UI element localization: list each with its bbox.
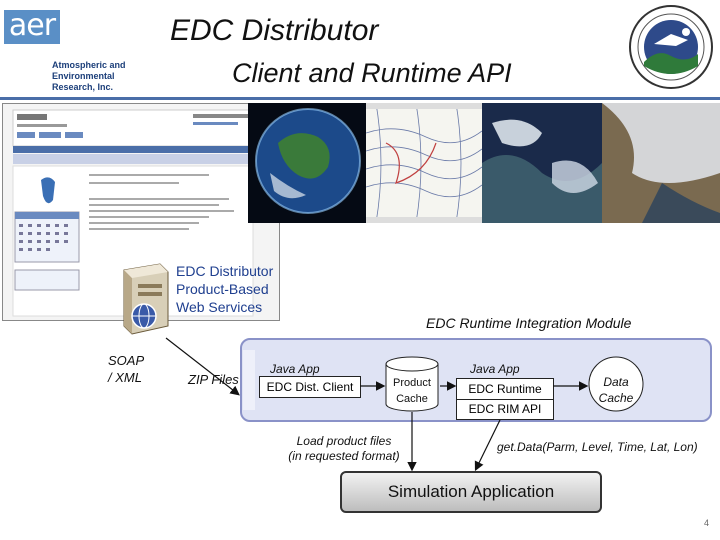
soap-xml-label: SOAP / XML bbox=[108, 352, 144, 386]
rim-panel-edge bbox=[243, 350, 255, 410]
edc-runtime-box: EDC Runtime EDC RIM API bbox=[456, 378, 554, 420]
agency-seal-icon bbox=[629, 5, 713, 89]
page-subtitle: Client and Runtime API bbox=[232, 58, 512, 88]
zip-files-label: ZIP Files bbox=[188, 372, 239, 387]
web-services-line2: Product-Based bbox=[176, 281, 269, 297]
header-rule bbox=[0, 97, 720, 100]
product-cache-icon bbox=[385, 356, 439, 412]
org-name-line2: Environmental Research, Inc. bbox=[52, 71, 115, 92]
globe-image bbox=[248, 103, 366, 223]
data-cache-line2: Cache bbox=[598, 391, 634, 405]
edc-runtime-label: EDC Runtime bbox=[457, 379, 553, 400]
load-product-files-label: Load product files (in requested format) bbox=[276, 434, 412, 464]
edc-dist-client-box: EDC Dist. Client bbox=[259, 376, 361, 398]
soap-label-line1: SOAP bbox=[108, 353, 145, 368]
client-java-app-label: Java App bbox=[270, 362, 320, 376]
server-icon bbox=[123, 263, 169, 335]
load-label-line1: Load product files bbox=[296, 434, 392, 448]
getdata-label: get.Data(Parm, Level, Time, Lat, Lon) bbox=[497, 440, 698, 454]
satellite-image-2 bbox=[602, 103, 720, 223]
web-services-label: EDC Distributor Product-Based Web Servic… bbox=[176, 262, 273, 316]
web-services-line1: EDC Distributor bbox=[176, 263, 274, 279]
rim-title: EDC Runtime Integration Module bbox=[426, 315, 632, 331]
satellite-image-1 bbox=[482, 103, 602, 223]
aer-logo-mark: aer bbox=[4, 10, 60, 44]
product-cache-line1: Product bbox=[393, 377, 431, 389]
load-label-line2: (in requested format) bbox=[288, 449, 400, 463]
aer-org-name: Atmospheric and Environmental Research, … bbox=[52, 60, 152, 93]
aer-logo: aer Atmospheric and Environmental Resear… bbox=[0, 0, 150, 92]
org-name-line1: Atmospheric and bbox=[52, 60, 126, 70]
data-cache-label: Data Cache bbox=[588, 374, 644, 406]
weather-map-image bbox=[366, 103, 482, 223]
product-cache-label: Product Cache bbox=[385, 375, 439, 407]
page-title: EDC Distributor bbox=[170, 14, 379, 47]
data-cache-line1: Data bbox=[603, 375, 629, 389]
runtime-java-app-label: Java App bbox=[470, 362, 520, 376]
edc-rim-api-label: EDC RIM API bbox=[468, 402, 542, 416]
product-cache-line2: Cache bbox=[396, 393, 428, 405]
data-cache-icon bbox=[588, 356, 644, 412]
web-services-line3: Web Services bbox=[176, 299, 263, 315]
page-number: 4 bbox=[704, 518, 710, 528]
simulation-application-box: Simulation Application bbox=[340, 471, 602, 513]
soap-label-line2: / XML bbox=[108, 370, 142, 385]
